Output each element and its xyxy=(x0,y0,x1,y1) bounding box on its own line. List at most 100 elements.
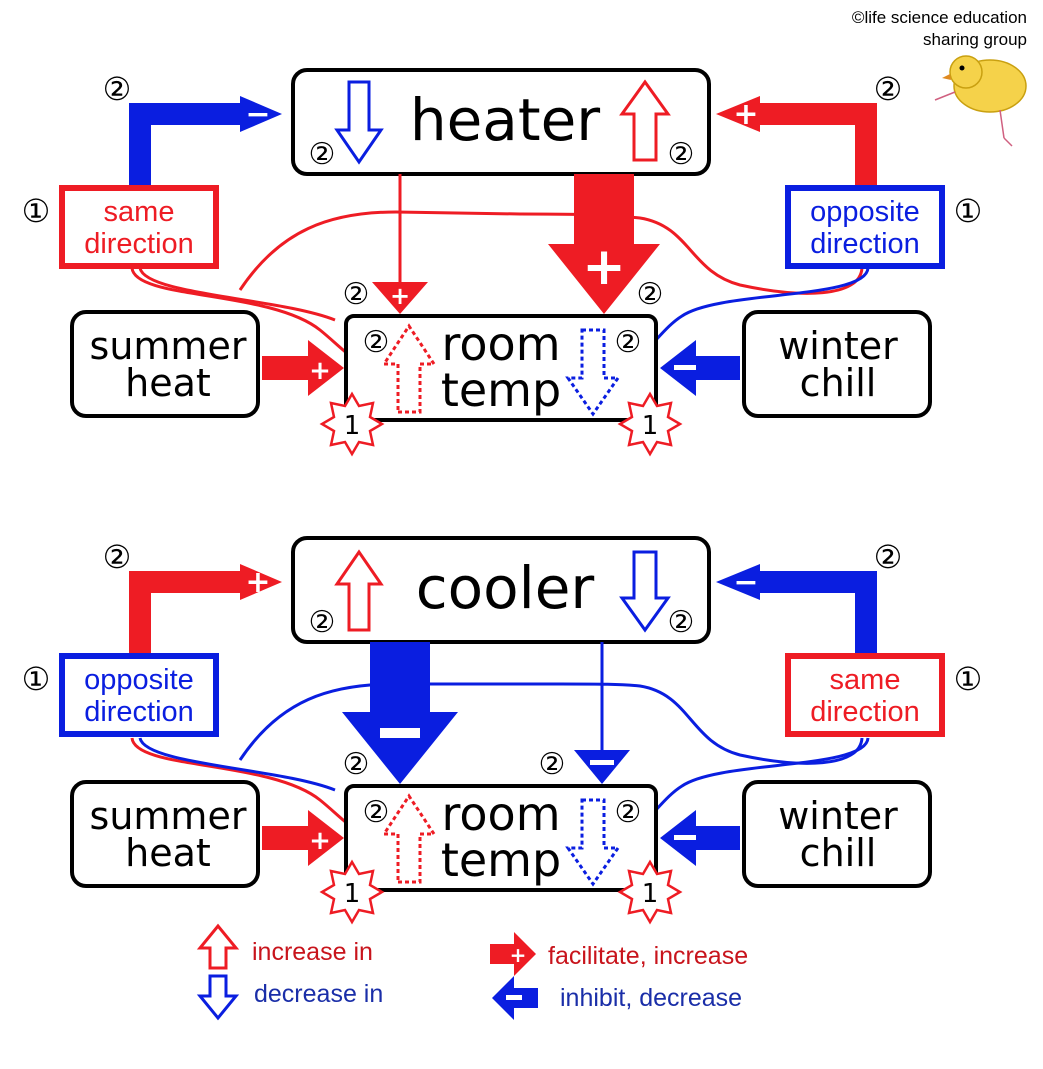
heater-right-label-box xyxy=(785,185,945,269)
credit-line-1: ©life science education xyxy=(852,8,1027,27)
cooler-box xyxy=(291,536,711,644)
cooler-step-one-left: ① xyxy=(22,660,51,698)
cooler-big-minus-arrow xyxy=(342,642,458,784)
heater-right-red-path xyxy=(752,103,877,188)
cooler-left-label-box xyxy=(59,653,219,737)
down-hollow-arrow-icon xyxy=(619,550,671,633)
heater-right-label-1: opposite xyxy=(810,196,920,228)
heater-room-2: temp xyxy=(441,363,561,417)
cooler-thin-minus-arrow xyxy=(574,750,630,784)
cooler-winter-1: winter xyxy=(778,794,898,838)
cooler-room-step-left: ② xyxy=(363,795,390,830)
heater-right-label-2: direction xyxy=(810,228,920,260)
legend-facilitate-icon xyxy=(490,932,536,976)
heater-step-right: ② xyxy=(668,137,695,172)
cooler-step-big: ② xyxy=(343,747,370,782)
cooler-left-sign: + xyxy=(245,565,270,600)
heater-step-big: ② xyxy=(637,277,664,312)
cooler-step-left: ② xyxy=(309,605,336,640)
heater-left-label-box xyxy=(59,185,219,269)
cooler-panel: + − cooler ② ② ② ② ① ① opposite directio… xyxy=(22,536,983,924)
heater-thin-sign: + xyxy=(390,282,410,310)
legend-decrease-icon xyxy=(196,974,240,1021)
cooler-summer-sign: + xyxy=(309,826,331,856)
cooler-step-thin: ② xyxy=(539,747,566,782)
cooler-right-label-2: direction xyxy=(810,696,920,728)
legend-facilitate-text: facilitate, increase xyxy=(548,942,748,970)
heater-panel: − + heater ② ② ② ② ① ① same direction op… xyxy=(22,68,983,456)
heater-big-plus-arrow xyxy=(548,174,660,314)
cooler-room-step-right: ② xyxy=(615,795,642,830)
heater-left-sign: − xyxy=(245,97,270,132)
cooler-step-right: ② xyxy=(668,605,695,640)
cooler-room-2: temp xyxy=(441,833,561,887)
heater-left-label-2: direction xyxy=(84,228,194,260)
cooler-title: cooler xyxy=(416,554,595,622)
credit-line-2: sharing group xyxy=(923,30,1027,49)
cooler-step-one-right: ① xyxy=(954,660,983,698)
cooler-step-top-right: ② xyxy=(874,538,903,576)
legend: increase in decrease in + facilitate, in… xyxy=(196,923,748,1021)
heater-winter-minus-arrow xyxy=(660,340,740,396)
legend-facilitate-plus: + xyxy=(510,943,527,967)
heater-room-box xyxy=(344,314,658,422)
cooler-left-red-path xyxy=(129,571,248,658)
heater-box xyxy=(291,68,711,176)
heater-step-one-left: ① xyxy=(22,192,51,230)
cooler-right-label-1: same xyxy=(830,664,901,696)
heater-room-step-left: ② xyxy=(363,325,390,360)
legend-inhibit-text: inhibit, decrease xyxy=(560,984,742,1012)
cooler-summer-1: summer xyxy=(90,794,247,838)
cooler-left-label-2: direction xyxy=(84,696,194,728)
cooler-right-blue-path xyxy=(752,571,877,658)
heater-step-top-left: ② xyxy=(103,70,132,108)
heater-curve-to-room xyxy=(238,210,864,295)
cooler-right-label-box xyxy=(785,653,945,737)
heater-thin-plus-arrow xyxy=(372,282,428,314)
up-hollow-arrow-icon xyxy=(334,549,384,632)
heater-summer-plus-arrow xyxy=(262,340,344,396)
heater-star-left-num: 1 xyxy=(344,411,361,441)
cooler-room-box xyxy=(344,784,658,892)
heater-title: heater xyxy=(410,86,600,154)
heater-room-1: room xyxy=(442,317,561,371)
heater-room-step-right: ② xyxy=(615,325,642,360)
heater-star-right-num: 1 xyxy=(642,411,659,441)
legend-increase-icon xyxy=(196,923,240,970)
heater-step-top-right: ② xyxy=(874,70,903,108)
heater-room-down-dotted-icon xyxy=(565,328,621,417)
cooler-star-right-num: 1 xyxy=(642,879,659,909)
heater-summer-sign: + xyxy=(309,356,331,386)
cooler-room-down-dotted-icon xyxy=(565,798,621,887)
up-hollow-arrow-icon xyxy=(619,79,671,162)
heater-left-blue-path xyxy=(129,103,248,188)
heater-summer-2: heat xyxy=(125,361,211,405)
cooler-winter-2: chill xyxy=(800,831,877,875)
down-hollow-arrow-icon xyxy=(334,80,384,165)
heater-winter-2: chill xyxy=(800,361,877,405)
cooler-summer-box xyxy=(70,780,260,888)
cooler-summer-2: heat xyxy=(125,831,211,875)
cooler-right-sign: − xyxy=(733,565,758,600)
heater-room-up-dotted-icon xyxy=(381,323,437,414)
cooler-summer-plus-arrow xyxy=(262,810,344,866)
cooler-room-1: room xyxy=(442,787,561,841)
heater-winter-box xyxy=(742,310,932,418)
legend-increase-text: increase in xyxy=(252,938,373,966)
legend-decrease-text: decrease in xyxy=(254,980,383,1008)
cooler-step-top-left: ② xyxy=(103,538,132,576)
cooler-star-left-num: 1 xyxy=(344,879,361,909)
cooler-left-label-1: opposite xyxy=(84,664,194,696)
cooler-winter-box xyxy=(742,780,932,888)
heater-big-sign: + xyxy=(582,237,626,297)
heater-left-red-curve-2 xyxy=(138,267,336,322)
heater-summer-1: summer xyxy=(90,324,247,368)
heater-right-sign: + xyxy=(733,97,758,132)
cooler-winter-minus-arrow xyxy=(660,810,740,866)
heater-summer-box xyxy=(70,310,260,418)
cooler-left-blue-curve xyxy=(138,737,336,792)
heater-step-one-right: ① xyxy=(954,192,983,230)
heater-winter-1: winter xyxy=(778,324,898,368)
cooler-room-up-dotted-icon xyxy=(381,793,437,884)
